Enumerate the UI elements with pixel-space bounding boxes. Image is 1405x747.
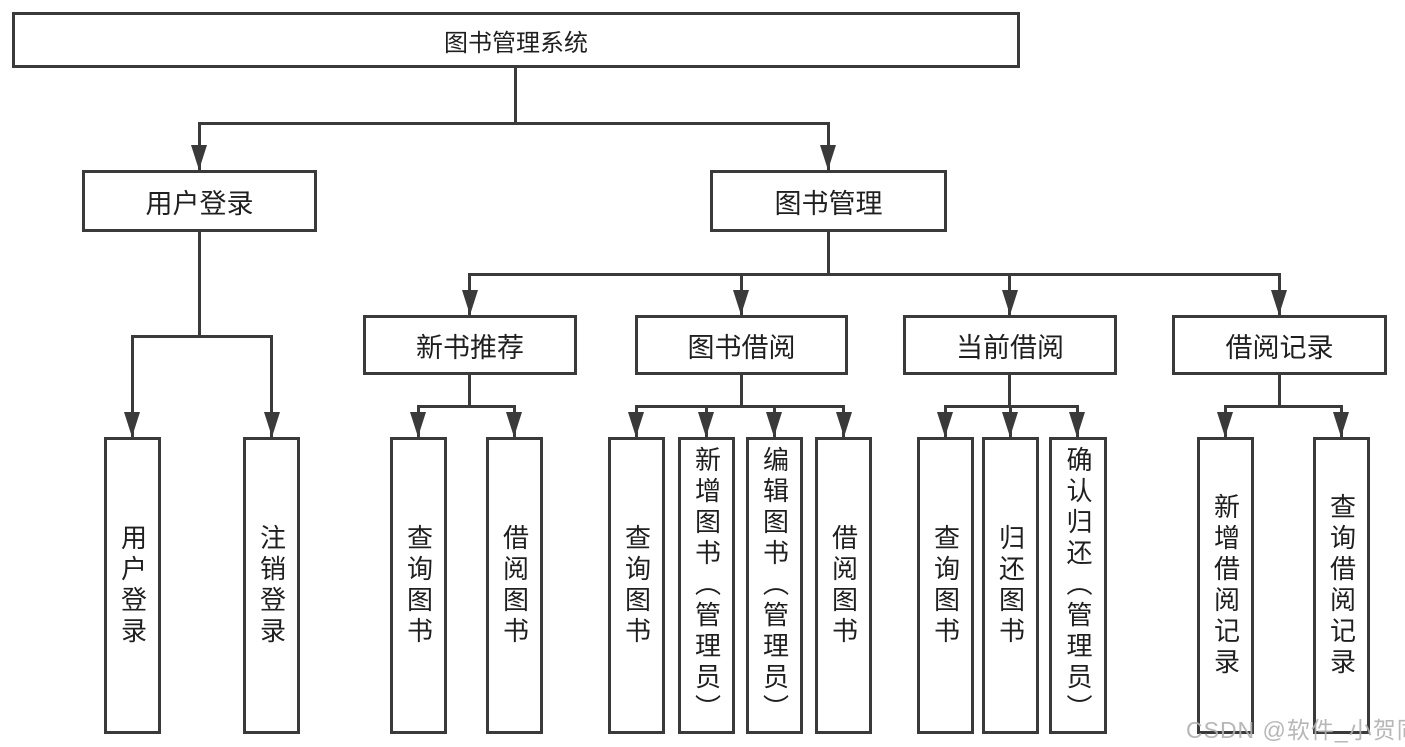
leaf-current-query-label: 查询图书	[930, 523, 961, 648]
arrow-down-icon	[1002, 290, 1018, 315]
node-book-management: 图书管理	[710, 170, 947, 232]
leaf-new-books-borrow: 借阅图书	[486, 437, 543, 734]
arrow-down-icon	[836, 412, 852, 437]
connector-line	[131, 335, 272, 338]
leaf-new-books-query-label: 查询图书	[403, 523, 434, 648]
arrow-down-icon	[1271, 290, 1287, 315]
arrow-down-icon	[264, 412, 280, 437]
arrow-down-icon	[506, 412, 522, 437]
leaf-current-query: 查询图书	[917, 437, 974, 734]
node-book-borrow-label: 图书借阅	[687, 332, 796, 363]
connector-line	[1224, 405, 1343, 408]
node-book-management-label: 图书管理	[774, 188, 883, 219]
leaf-logout-label: 注销登录	[256, 523, 287, 648]
arrow-down-icon	[937, 412, 953, 437]
arrow-down-icon	[766, 412, 782, 437]
connector-line	[514, 68, 517, 125]
leaf-user-login: 用户登录	[104, 437, 161, 734]
connector-line	[1278, 375, 1281, 408]
leaf-return-book: 归还图书	[982, 437, 1039, 734]
arrow-down-icon	[1217, 412, 1233, 437]
connector-line	[1008, 375, 1011, 408]
arrow-down-icon	[191, 145, 207, 170]
leaf-new-books-borrow-label: 借阅图书	[499, 523, 530, 648]
leaf-borrow-add-admin-label: 新增图书（管理员）	[691, 446, 722, 725]
leaf-record-add-label: 新增借阅记录	[1210, 492, 1241, 679]
leaf-borrow-query: 查询图书	[608, 437, 665, 734]
connector-line	[740, 375, 743, 408]
connector-line	[468, 375, 471, 408]
arrow-down-icon	[698, 412, 714, 437]
arrow-down-icon	[820, 145, 836, 170]
node-current-borrow: 当前借阅	[903, 315, 1117, 375]
leaf-borrow-book-label: 借阅图书	[828, 523, 859, 648]
arrow-down-icon	[1002, 412, 1018, 437]
leaf-new-books-query: 查询图书	[390, 437, 447, 734]
leaf-borrow-edit-admin: 编辑图书（管理员）	[746, 437, 803, 734]
leaf-record-add: 新增借阅记录	[1197, 437, 1254, 734]
node-borrow-records: 借阅记录	[1172, 315, 1387, 375]
node-user-login: 用户登录	[82, 170, 317, 232]
node-root-label: 图书管理系统	[444, 29, 588, 57]
arrow-down-icon	[733, 290, 749, 315]
csdn-watermark: CSDN @软件_小贺同学	[1186, 717, 1405, 743]
leaf-confirm-return-admin: 确认归还（管理员）	[1049, 437, 1107, 734]
leaf-borrow-edit-admin-label: 编辑图书（管理员）	[759, 446, 790, 725]
arrow-down-icon	[124, 412, 140, 437]
leaf-logout: 注销登录	[243, 437, 300, 734]
connector-line	[468, 273, 1281, 276]
leaf-confirm-return-admin-label: 确认归还（管理员）	[1063, 446, 1093, 725]
leaf-borrow-book: 借阅图书	[815, 437, 872, 734]
connector-line	[270, 335, 273, 437]
leaf-borrow-query-label: 查询图书	[621, 523, 652, 648]
node-new-book-recommend-label: 新书推荐	[416, 332, 524, 363]
connector-line	[417, 405, 516, 408]
leaf-record-query-label: 查询借阅记录	[1326, 492, 1357, 679]
leaf-user-login-label: 用户登录	[117, 523, 148, 648]
connector-line	[827, 232, 830, 276]
arrow-down-icon	[1069, 412, 1085, 437]
connector-line	[198, 122, 830, 125]
arrow-down-icon	[628, 412, 644, 437]
node-user-login-label: 用户登录	[145, 188, 254, 219]
node-new-book-recommend: 新书推荐	[363, 315, 577, 375]
leaf-record-query: 查询借阅记录	[1313, 437, 1370, 734]
connector-line	[131, 335, 134, 437]
connector-line	[635, 405, 845, 408]
node-root: 图书管理系统	[12, 12, 1020, 68]
node-book-borrow: 图书借阅	[635, 315, 848, 375]
leaf-return-book-label: 归还图书	[995, 523, 1026, 648]
arrow-down-icon	[462, 290, 478, 315]
node-borrow-records-label: 借阅记录	[1225, 332, 1334, 363]
node-current-borrow-label: 当前借阅	[956, 332, 1064, 363]
connector-line	[198, 232, 201, 338]
leaf-borrow-add-admin: 新增图书（管理员）	[678, 437, 735, 734]
arrow-down-icon	[410, 412, 426, 437]
arrow-down-icon	[1333, 412, 1349, 437]
